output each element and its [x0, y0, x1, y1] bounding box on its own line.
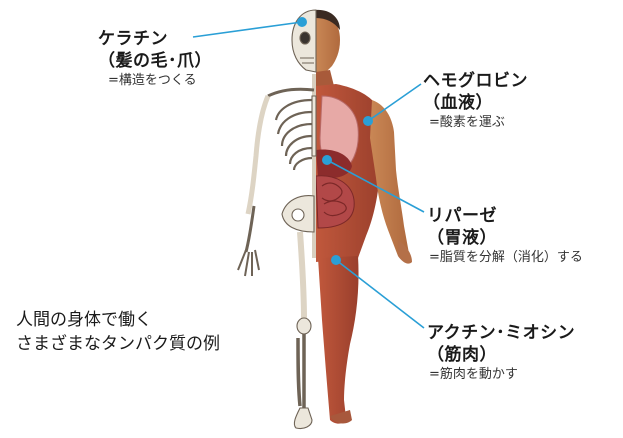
- label-lipase-location: （胃液）: [427, 227, 583, 249]
- label-lipase: リパーゼ （胃液） =脂質を分解（消化）する: [427, 205, 583, 267]
- label-actin-myosin-name: アクチン･ミオシン: [427, 322, 575, 344]
- label-actin-myosin-role: =筋肉を動かす: [429, 366, 575, 384]
- label-actin-myosin: アクチン･ミオシン （筋肉） =筋肉を動かす: [427, 322, 575, 384]
- label-hemoglobin-location: （血液）: [423, 92, 528, 114]
- label-keratin-name: ケラチン: [98, 28, 212, 50]
- marker-keratin: [297, 17, 307, 27]
- figure-caption: 人間の身体で働く さまざまなタンパク質の例: [16, 308, 220, 356]
- label-keratin-role: =構造をつくる: [108, 72, 212, 90]
- human-figure: [238, 10, 412, 429]
- marker-actin-myosin: [331, 255, 341, 265]
- label-lipase-name: リパーゼ: [427, 205, 583, 227]
- label-hemoglobin-name: ヘモグロビン: [423, 70, 528, 92]
- figure-caption-line2: さまざまなタンパク質の例: [16, 332, 220, 356]
- figure-caption-line1: 人間の身体で働く: [16, 308, 220, 332]
- label-keratin-location: （髪の毛･爪）: [98, 50, 212, 72]
- skeleton-half: [238, 10, 316, 429]
- muscle-half: [316, 10, 412, 424]
- label-keratin: ケラチン （髪の毛･爪） =構造をつくる: [98, 28, 212, 90]
- label-hemoglobin-role: =酸素を運ぶ: [429, 114, 528, 132]
- label-lipase-role: =脂質を分解（消化）する: [429, 249, 583, 267]
- marker-hemoglobin: [363, 116, 373, 126]
- label-hemoglobin: ヘモグロビン （血液） =酸素を運ぶ: [423, 70, 528, 132]
- marker-lipase: [322, 155, 332, 165]
- label-actin-myosin-location: （筋肉）: [427, 344, 575, 366]
